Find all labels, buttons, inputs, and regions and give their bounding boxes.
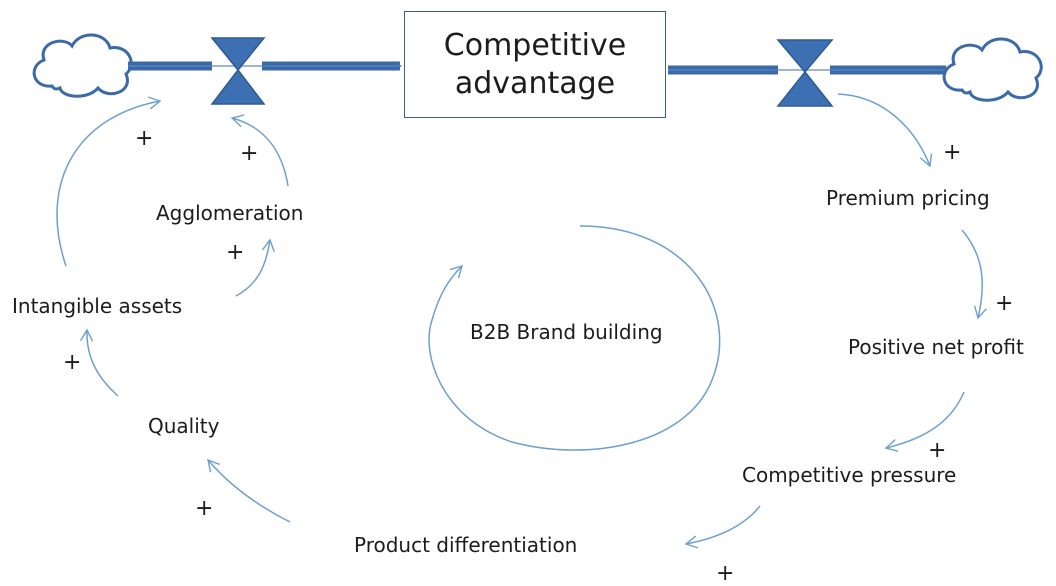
link-agglomeration-to-inflow — [230, 114, 289, 187]
outflow-valve-icon — [776, 39, 834, 107]
polarity-profit-to-pressure: + — [928, 438, 947, 463]
link-pressure-to-differentiation — [684, 505, 761, 549]
variable-intangible-assets: Intangible assets — [12, 294, 183, 318]
polarity-differentiation-to-quality: + — [195, 496, 214, 521]
link-outflow-to-premium — [837, 93, 933, 168]
link-premium-to-profit — [961, 229, 987, 320]
link-intangible-to-agglomeration — [235, 238, 275, 297]
link-intangible-to-inflow — [56, 96, 162, 267]
polarity-intangible-to-inflow: + — [135, 126, 154, 151]
sink-cloud-icon — [942, 37, 1043, 102]
link-quality-to-intangible — [80, 328, 119, 397]
polarity-outflow-to-premium: + — [943, 140, 962, 165]
polarity-intangible-to-agglomeration: + — [226, 240, 245, 265]
polarity-premium-to-profit: + — [995, 291, 1014, 316]
variable-competitive-pressure: Competitive pressure — [742, 463, 957, 487]
variable-product-differentiation: Product differentiation — [354, 533, 578, 557]
polarity-pressure-to-differentiation: + — [716, 561, 735, 586]
link-differentiation-to-quality — [207, 458, 291, 523]
variable-quality: Quality — [148, 414, 220, 438]
polarity-agglomeration-to-inflow: + — [240, 141, 259, 166]
loop-label: B2B Brand building — [470, 320, 663, 344]
link-profit-to-pressure — [884, 391, 965, 452]
inflow-valve-icon — [210, 37, 266, 105]
source-cloud-icon — [32, 33, 133, 98]
variable-premium-pricing: Premium pricing — [826, 186, 990, 210]
stock-label-line2: advantage — [454, 65, 616, 101]
variable-positive-net-profit: Positive net profit — [848, 335, 1024, 359]
variable-agglomeration: Agglomeration — [156, 201, 304, 225]
reinforcing-loop-arrow — [428, 225, 721, 451]
stock-label-line1: Competitive — [443, 27, 627, 63]
stock-competitive-advantage: Competitive advantage — [404, 11, 666, 118]
polarity-quality-to-intangible: + — [63, 350, 82, 375]
